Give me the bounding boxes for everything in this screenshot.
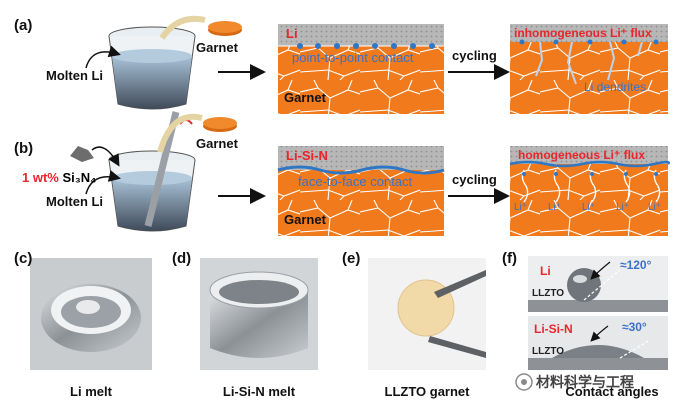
schematic-a-before <box>278 24 444 114</box>
garnet-substrate-a: Garnet <box>284 90 326 105</box>
photo-e <box>368 258 486 370</box>
caption-contact-angles: Contact angles <box>565 384 659 399</box>
garnet-label-b: Garnet <box>196 136 238 151</box>
garnet-label-a: Garnet <box>196 40 238 55</box>
label-f: (f) <box>502 250 517 267</box>
schematic-b-after <box>509 146 670 236</box>
li-ion-label-2: Li⁺ <box>548 202 562 213</box>
li-ion-label-3: Li⁺ <box>582 202 596 213</box>
label-d: (d) <box>172 250 192 267</box>
garnet-disc-a <box>208 21 242 36</box>
si3n4-label: 1 wt% Si₃N₄ <box>22 170 96 185</box>
label-c: (c) <box>14 250 33 267</box>
li-dendrites-label: Li dendrites <box>584 80 647 94</box>
molten-li-arrow-a <box>85 45 121 69</box>
additive-arrow <box>91 146 120 167</box>
label-b: (b) <box>14 140 34 157</box>
additive-amount: 1 wt% <box>22 170 59 185</box>
molten-li-label-b: Molten Li <box>46 194 104 209</box>
molten-li-arrow-b <box>85 170 121 195</box>
garnet-substrate-b: Garnet <box>284 212 326 227</box>
li-ion-label-5: Li⁺ <box>648 202 662 213</box>
photo-c <box>30 258 152 370</box>
cycling-label-a: cycling <box>452 48 497 63</box>
f-li-label: Li <box>540 264 551 278</box>
caption-li-si-n-melt: Li-Si-N melt <box>222 384 296 399</box>
caption-llzto-garnet: LLZTO garnet <box>384 384 470 399</box>
inhomogeneous-flux-label: inhomogeneous Li⁺ flux <box>514 26 652 40</box>
watermark-text: 材料科学与工程 <box>536 375 634 391</box>
li-ion-label-1: Li⁺ <box>514 202 528 213</box>
garnet-disc-b <box>203 117 237 132</box>
li-ion-label-4: Li⁺ <box>616 202 630 213</box>
photo-d <box>200 258 318 370</box>
cycling-label-b: cycling <box>452 172 497 187</box>
li-si-n-layer-label: Li-Si-N <box>286 148 328 163</box>
si3n4-powder-icon <box>70 146 94 162</box>
point-contact-label: point-to-point contact <box>292 50 414 65</box>
watermark-icon <box>515 373 533 391</box>
schematic-a-after <box>510 24 668 114</box>
label-a: (a) <box>14 17 33 34</box>
homogeneous-flux-label: homogeneous Li⁺ flux <box>518 148 646 162</box>
li-layer-label: Li <box>286 26 298 41</box>
photo-f <box>528 256 668 370</box>
face-contact-label: face-to-face contact <box>298 174 413 189</box>
f-angle-30: ≈30° <box>622 320 647 334</box>
molten-li-label-a: Molten Li <box>46 68 104 83</box>
f-llzto-top: LLZTO <box>532 288 565 299</box>
caption-li-melt: Li melt <box>70 384 112 399</box>
f-llzto-bottom: LLZTO <box>532 346 565 357</box>
beaker-a <box>108 26 196 110</box>
f-li-si-n-label: Li-Si-N <box>534 322 573 336</box>
f-angle-120: ≈120° <box>620 258 652 272</box>
schematic-b-before <box>277 146 445 236</box>
pour-arrow-b <box>157 113 203 153</box>
pour-arrow-a <box>159 15 206 40</box>
label-e: (e) <box>342 250 361 267</box>
additive-name: Si₃N₄ <box>62 170 97 185</box>
